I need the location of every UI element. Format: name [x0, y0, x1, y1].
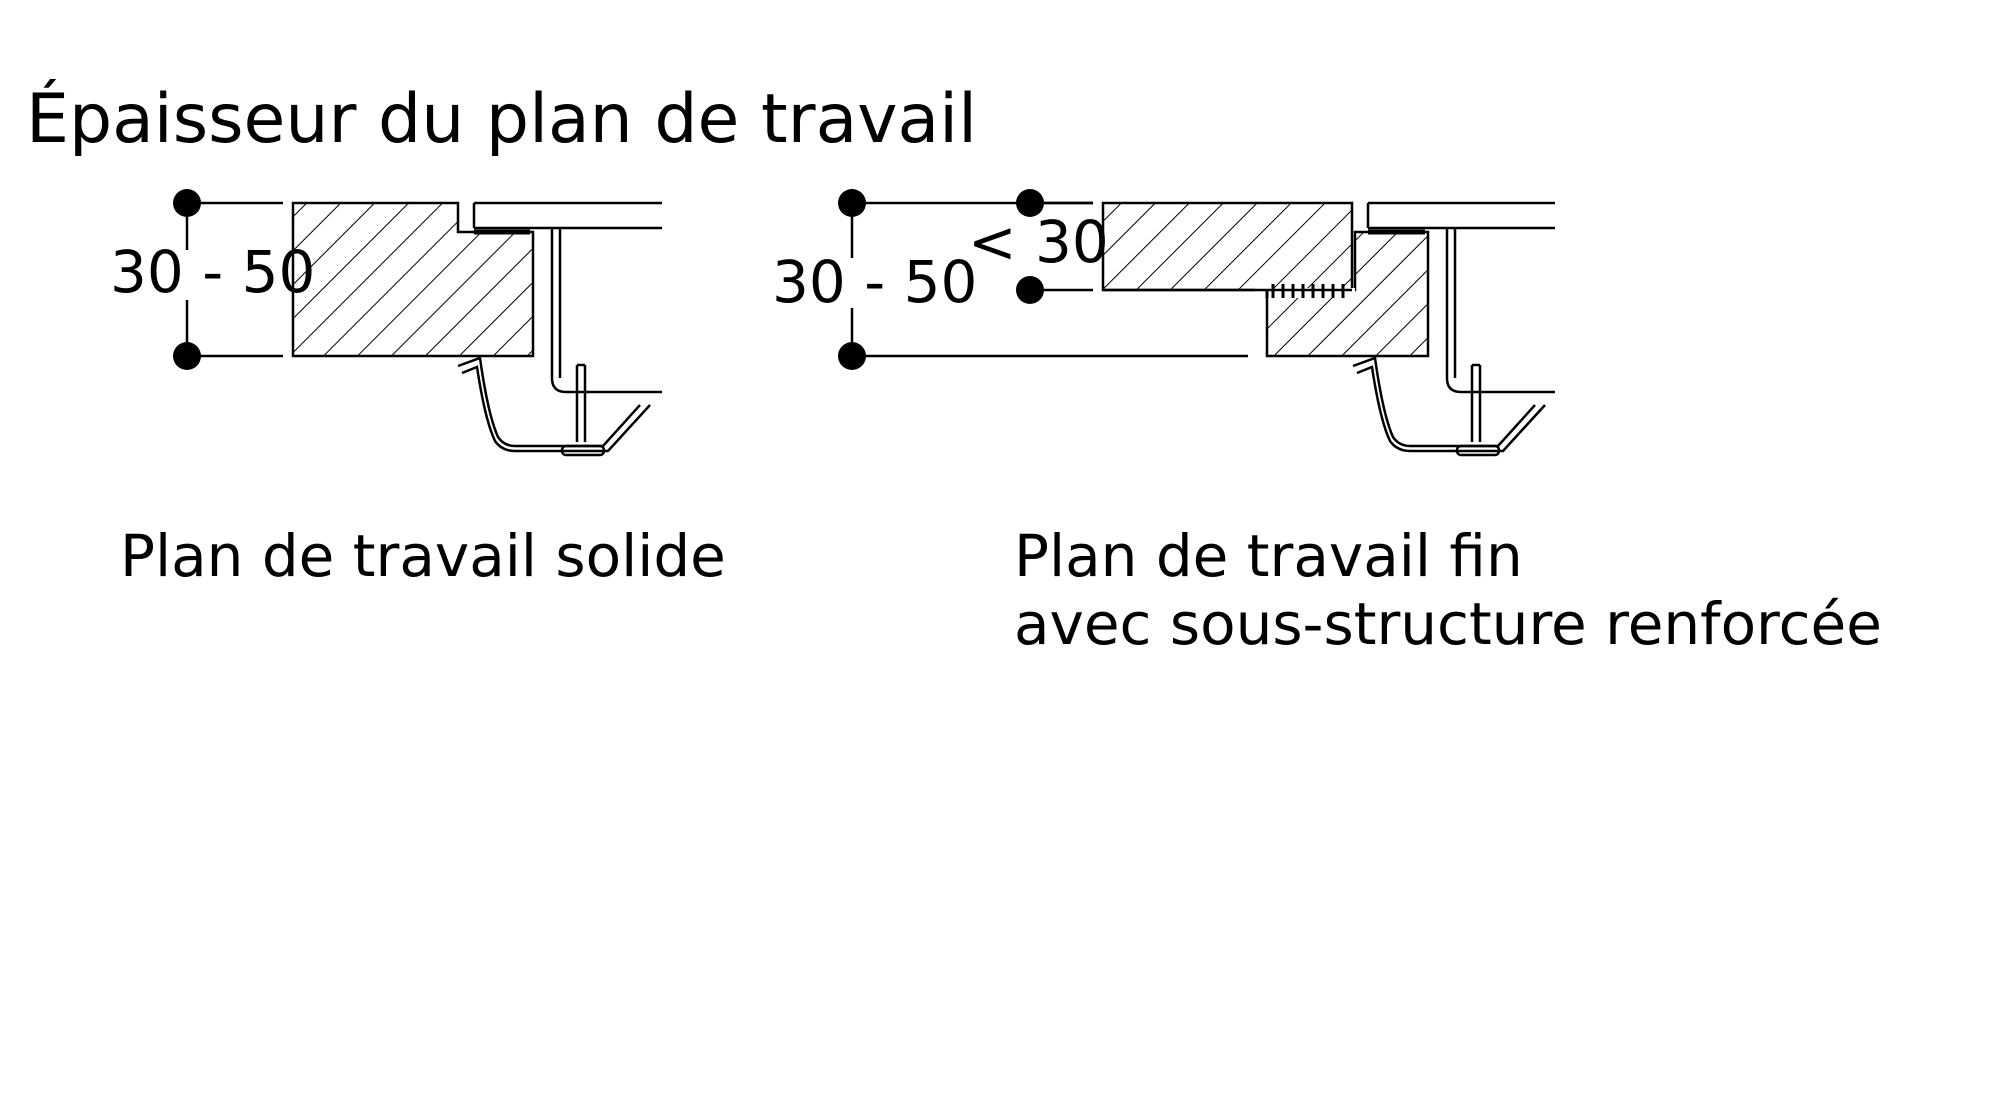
dimension-dot-total-bottom: [838, 342, 866, 370]
caption-thin-worktop-line1: Plan de travail fin: [1014, 522, 1523, 590]
dimension-label-total: 30 - 50: [772, 248, 977, 316]
solid-worktop-section: 30 - 50 Plan de travail solide: [110, 189, 726, 590]
worktop-block-solid: [291, 201, 535, 358]
diagram-title: Épaisseur du plan de travail: [26, 79, 977, 159]
dimension-marker-left: [185, 201, 283, 358]
dimension-dot-total-top: [838, 189, 866, 217]
hob-frame-right: [1366, 201, 1555, 442]
dimension-label-thin: < 30: [968, 208, 1109, 276]
mounting-clamp-right: [1352, 356, 1546, 457]
dimension-dot-bottom: [173, 342, 201, 370]
mounting-clamp-left: [457, 356, 651, 457]
caption-solid-worktop: Plan de travail solide: [120, 522, 726, 590]
caption-thin-worktop-line2: avec sous-structure renforcée: [1014, 590, 1882, 658]
dimension-dot-thin-top: [1016, 189, 1044, 217]
dimension-dot-thin-bottom: [1016, 276, 1044, 304]
worktop-block-thin: [1101, 201, 1354, 292]
dimension-dot-top: [173, 189, 201, 217]
thin-worktop-section: 30 - 50 < 30: [772, 189, 1882, 658]
hob-frame-left: [472, 201, 662, 442]
dimension-label-thickness: 30 - 50: [110, 238, 315, 306]
